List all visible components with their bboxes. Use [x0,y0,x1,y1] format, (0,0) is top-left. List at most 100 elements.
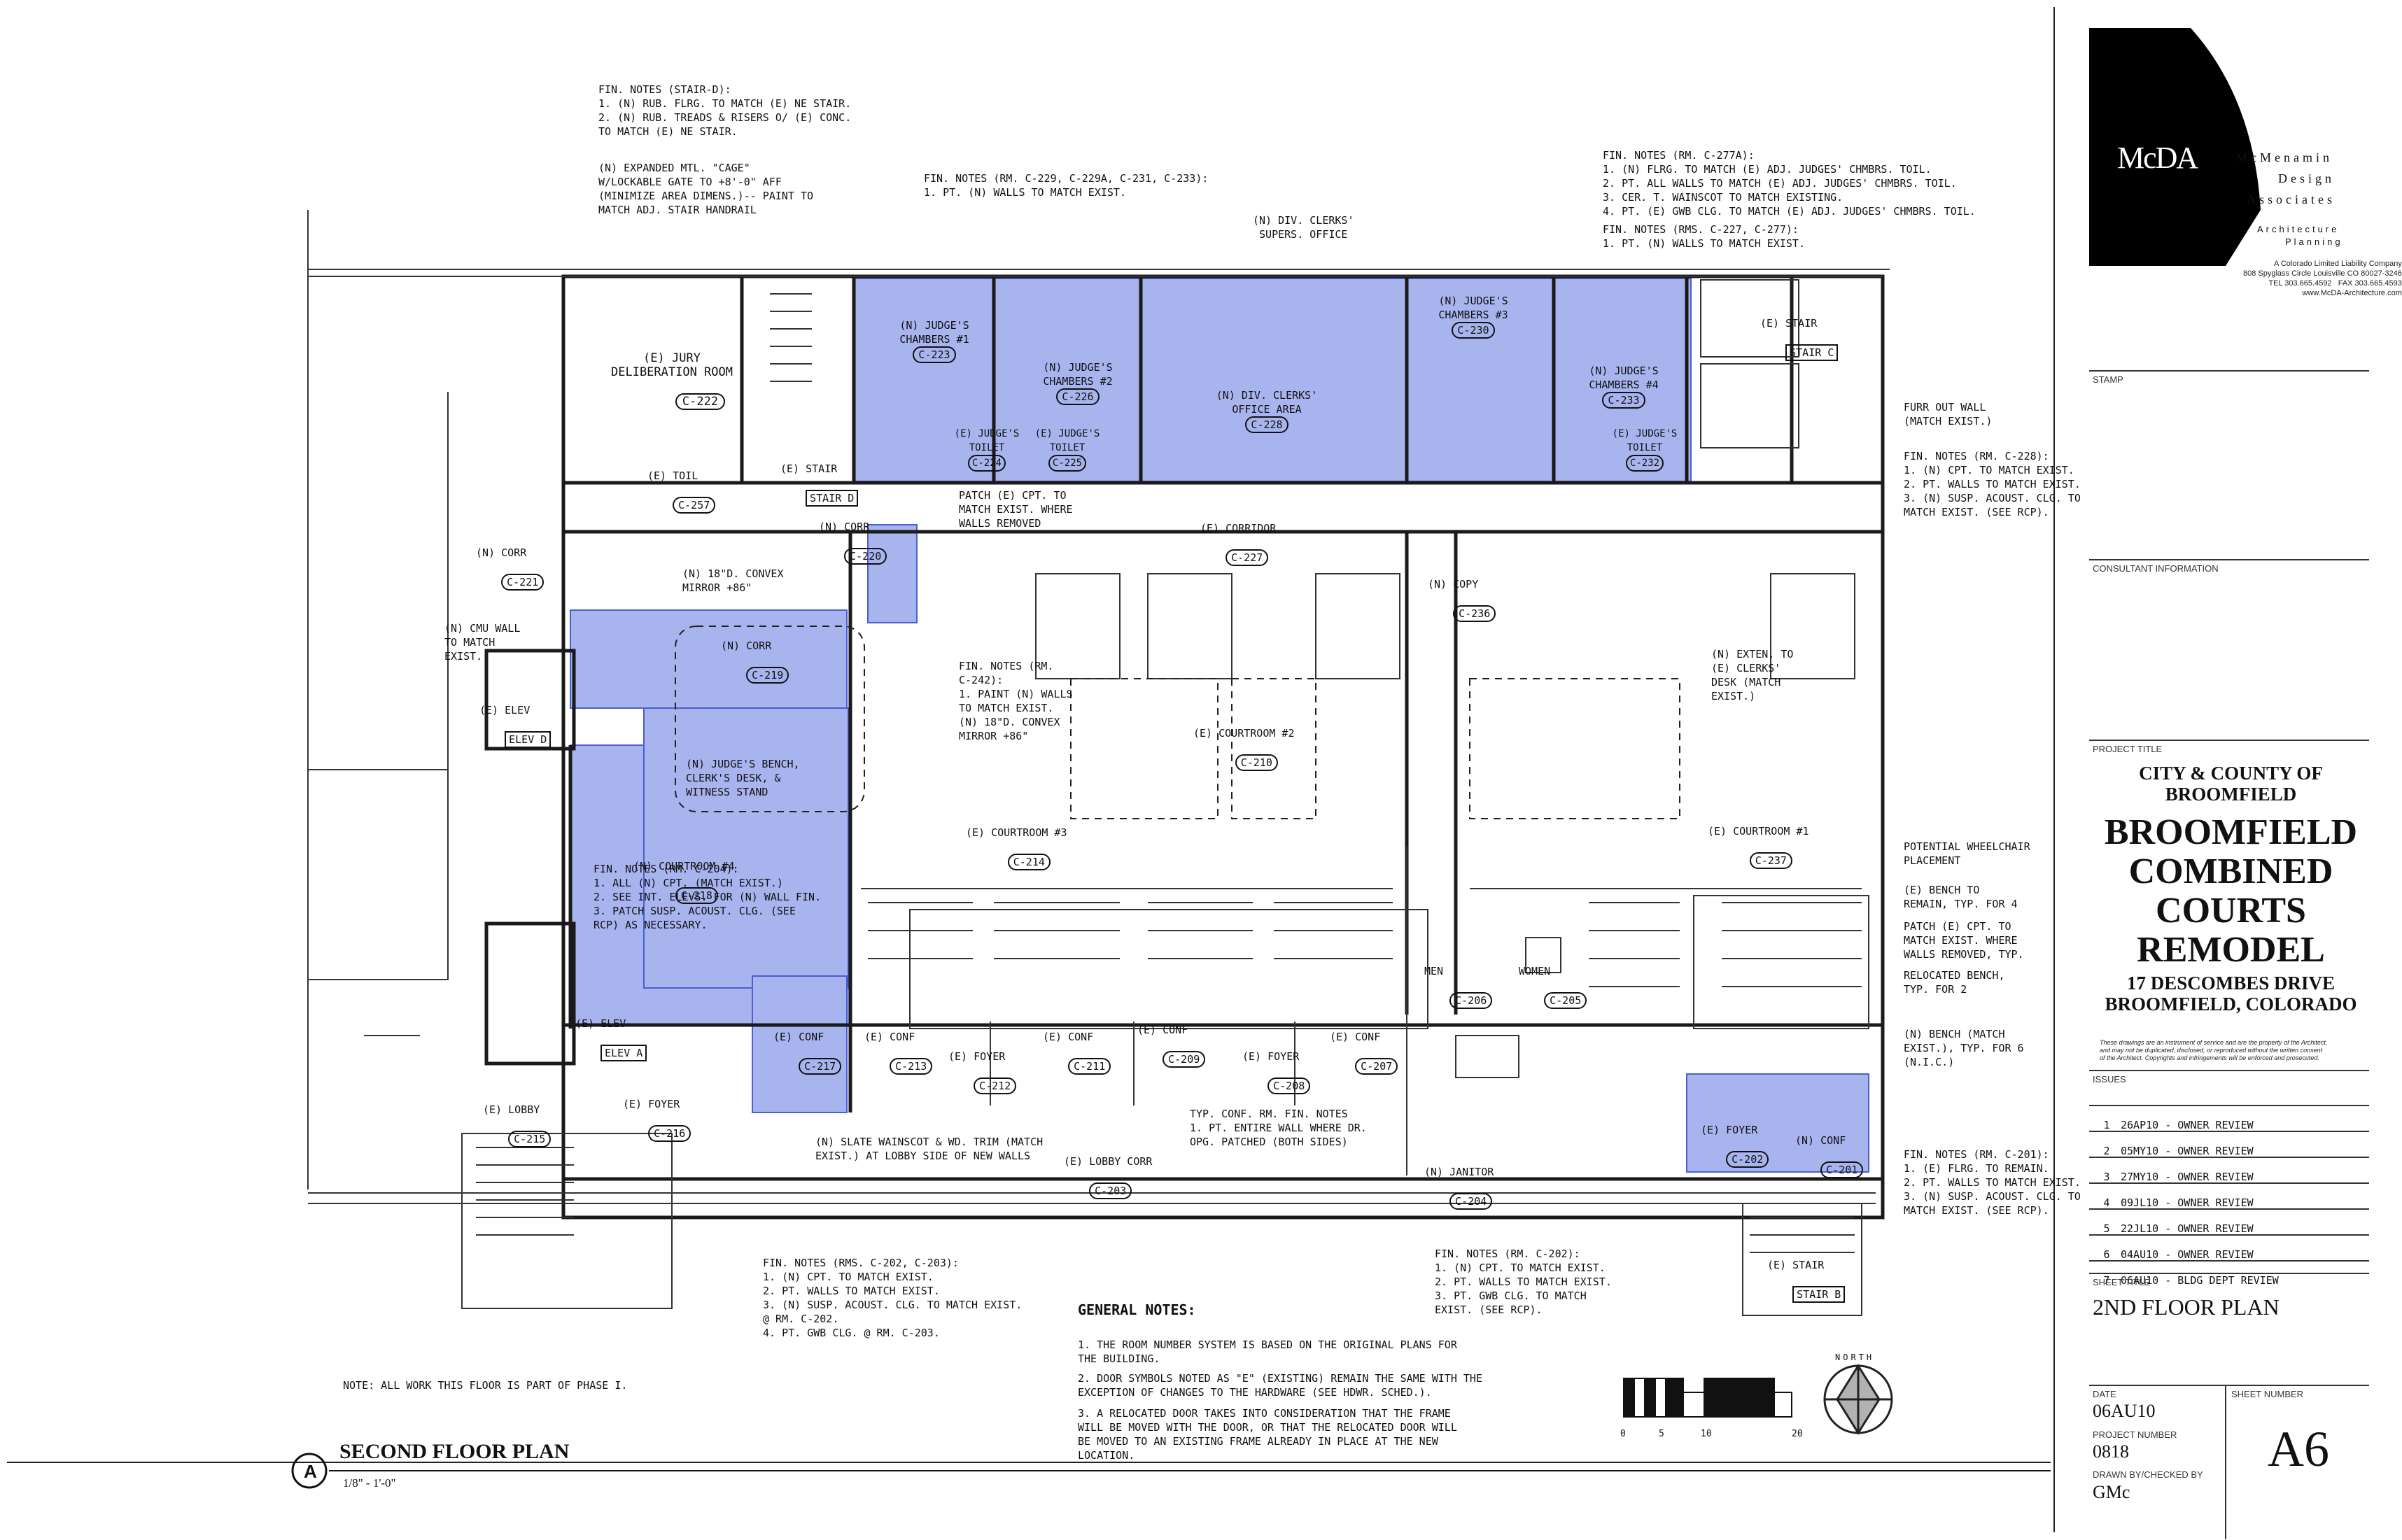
stair-treads [476,293,1855,1253]
room-label: (E) JURY DELIBERATION ROOM C-222 [602,323,742,424]
firm-logo-shape [2089,28,2261,266]
room-name: (N) JUDGE'S CHAMBERS #4 [1589,365,1659,391]
annotation-note: FIN. NOTES (RMS. C-202, C-203): 1. (N) C… [763,1257,1023,1339]
room-label: (N) COURTROOM #4 C-218 [633,831,735,918]
firm-info: A Colorado Limited Liability Company 808… [2243,260,2402,297]
courtroom-bench-rows [868,902,1862,987]
room-name: MEN [1424,965,1444,977]
annotation-note: FIN. NOTES (RM. C-204): 1. ALL (N) CPT. … [594,863,822,931]
annotation-note: FIN. NOTES (STAIR-D): 1. (N) RUB. FLRG. … [598,83,852,138]
stamp-label: STAMP [2093,374,2123,385]
room-label: (N) JUDGE'S CHAMBERS #2 C-226 [1025,360,1130,405]
annotation-note: TYP. CONF. RM. FIN. NOTES 1. PT. ENTIRE … [1190,1108,1367,1148]
issue-number: 4 [2103,1196,2110,1209]
room-tag: C-223 [913,346,956,363]
room-name: (N) CORR [819,521,870,533]
room-tag: C-220 [844,548,887,565]
general-note-item: 2. DOOR SYMBOLS NOTED AS "E" (EXISTING) … [1078,1372,1482,1399]
interior-lines [307,210,1890,1316]
room-label: (E) TOIL C-257 [647,441,716,528]
room-tag: C-228 [1245,416,1288,433]
north-label: NORTH [1835,1352,1875,1362]
date-value: 06AU10 [2093,1401,2156,1421]
sheet-number: A6 [2268,1421,2329,1477]
room-tag: C-218 [675,887,718,904]
annotation-note: FURR OUT WALL (MATCH EXIST.) [1904,401,1993,428]
annotation-note: PATCH (E) CPT. TO MATCH EXIST. WHERE WAL… [959,489,1073,530]
room-name: (N) JUDGE'S CHAMBERS #1 [899,319,969,346]
drawing-title: SECOND FLOOR PLAN [339,1440,570,1463]
room-label: (E) COURTROOM #1 C-237 [1708,796,1809,883]
room-name: (E) JURY DELIBERATION ROOM [611,351,733,379]
annotation-note: RELOCATED BENCH, TYP. FOR 2 [1904,969,2005,996]
room-tag: STAIR B [1792,1286,1846,1303]
scale-tick: 20 [1792,1429,1803,1439]
room-label: (N) JUDGE'S CHAMBERS #1 C-223 [875,318,994,363]
room-label: (E) FOYER C-202 [1701,1095,1769,1182]
room-tag: C-207 [1355,1058,1398,1075]
drawn-by-value: GMc [2093,1482,2130,1502]
room-tag: ELEV A [600,1045,647,1061]
room-name: (E) CONF [1330,1031,1381,1043]
annotation-note: (N) 18"D. CONVEX MIRROR +86" [959,716,1060,742]
room-label: (E) LOBBY C-215 [483,1075,552,1161]
room-label: (N) JANITOR C-204 [1424,1137,1494,1224]
room-label: (E) CONF C-209 [1137,995,1206,1082]
room-tag: C-257 [673,497,716,514]
room-label: (E) JUDGE'S TOILET C-224 [948,427,1025,472]
room-name: (E) CONF [1043,1031,1094,1043]
exterior-left-walls [308,392,449,1036]
room-name: (N) CORR [721,640,772,652]
general-note-item: 3. A RELOCATED DOOR TAKES INTO CONSIDERA… [1078,1407,1457,1462]
sheet-title: 2ND FLOOR PLAN [2093,1294,2280,1320]
scale-tick: 0 [1620,1429,1626,1439]
room-name: (E) JUDGE'S TOILET [954,428,1020,453]
firm-name-line: McMenamin [2236,150,2333,164]
project-title-label: PROJECT TITLE [2093,744,2163,754]
room-tag: C-222 [675,393,726,410]
room-label: (E) COURTROOM #3 C-214 [966,798,1067,884]
room-tag: C-216 [648,1125,691,1142]
room-name: (N) JUDGE'S CHAMBERS #3 [1438,295,1508,321]
firm-name-line: Design [2278,171,2335,185]
room-tag: C-210 [1235,754,1278,771]
room-name: (E) CONF [864,1031,915,1043]
room-name: (E) FOYER [1242,1050,1300,1063]
date-label: DATE [2093,1389,2116,1399]
project-name: BROOMFIELD COMBINED COURTS REMODEL [2104,812,2358,970]
room-tag: C-212 [974,1078,1017,1094]
room-tag: C-214 [1007,854,1051,870]
room-tag: C-215 [508,1131,552,1147]
room-tag: C-208 [1267,1078,1311,1094]
annotation-note: POTENTIAL WHEELCHAIR PLACEMENT [1904,840,2030,867]
firm-name-line: Associates [2247,192,2336,206]
room-label: (E) ELEV ELEV D [479,675,552,762]
consultant-label: CONSULTANT INFORMATION [2093,563,2219,574]
room-tag: C-219 [746,667,789,684]
room-name: (E) COURTROOM #2 [1193,727,1295,740]
room-label: (E) FOYER C-208 [1242,1022,1311,1108]
room-name: WOMEN [1519,965,1551,977]
room-tag: C-217 [799,1058,842,1075]
scale-bar [1623,1378,1792,1418]
room-label: (N) COPY C-236 [1428,549,1496,636]
room-name: (N) COURTROOM #4 [633,860,735,873]
room-name: (N) DIV. CLERKS' OFFICE AREA [1216,389,1318,416]
issue-text: 04AU10 - OWNER REVIEW [2121,1248,2254,1261]
room-label: (E) ELEV ELEV A [575,989,647,1075]
room-label: (E) COURTROOM #2 C-210 [1193,698,1295,785]
issue-row: 6 04AU10 - OWNER REVIEW [2093,1242,2279,1268]
issue-number: 6 [2103,1248,2110,1261]
room-label: (E) CORRIDOR C-227 [1200,493,1276,580]
room-name: (E) COURTROOM #1 [1708,825,1809,838]
project-number-value: 0818 [2093,1441,2129,1462]
room-label: (E) CONF C-213 [864,1002,933,1089]
annotation-note: FIN. NOTES (RM. C-242): 1. PAINT (N) WAL… [959,660,1073,714]
